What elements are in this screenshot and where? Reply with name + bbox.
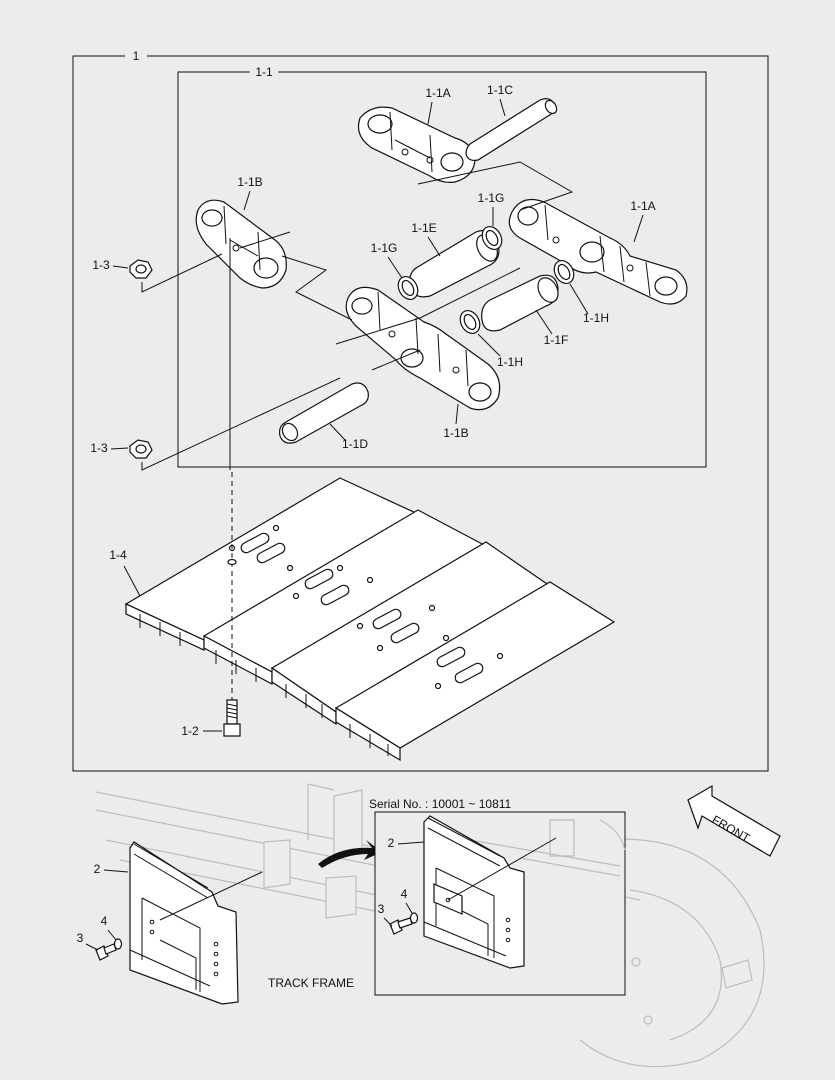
serial-inset: Serial No. : 10001 ~ 10811 (369, 797, 626, 996)
nut-1-3-top (129, 253, 223, 293)
label-1-4: 1-4 (109, 548, 127, 562)
label-1-1a-top: 1-1A (425, 86, 450, 100)
link-1-1a-right (508, 199, 688, 305)
label-1-1h-left: 1-1H (497, 355, 523, 369)
seal-1-1g-left (397, 275, 419, 301)
reference-arrow (318, 840, 382, 868)
nut-1-3-bottom (129, 377, 341, 471)
bushing-1-1f (481, 274, 559, 332)
seal-1-1g-right (481, 225, 503, 251)
label-1-1h-right: 1-1H (583, 311, 609, 325)
assembly-frame-1: 1 (72, 46, 769, 772)
track-frame-label: TRACK FRAME (268, 976, 354, 990)
screw-3-inset (389, 917, 413, 935)
label-1-1e: 1-1E (411, 221, 436, 235)
label-4-inset: 4 (401, 887, 408, 901)
label-1-2: 1-2 (181, 724, 199, 738)
label-1-3-top: 1-3 (92, 258, 110, 272)
label-1-1f: 1-1F (544, 333, 569, 347)
seal-1-1h-right (553, 259, 575, 285)
label-1-1g-left: 1-1G (371, 241, 398, 255)
bolt-1-2 (223, 472, 241, 737)
track-shoe-plates (124, 477, 616, 762)
label-1-1g-right: 1-1G (478, 191, 505, 205)
front-direction-arrow: FRONT (687, 784, 781, 857)
label-1-1c: 1-1C (487, 83, 513, 97)
label-1-1b-bottom: 1-1B (443, 426, 468, 440)
link-1-1b-left (195, 199, 287, 289)
link-1-1b-bottom (345, 286, 501, 411)
screw-3-left (95, 943, 117, 961)
seal-1-1h-left (459, 309, 481, 335)
link-1-1a-top (357, 106, 476, 183)
label-2-inset: 2 (388, 836, 395, 850)
label-1-3-bottom: 1-3 (90, 441, 108, 455)
label-1-1d: 1-1D (342, 437, 368, 451)
label-1-1b-left: 1-1B (237, 175, 262, 189)
assembly-guide-lines (229, 161, 574, 470)
label-1: 1 (133, 49, 140, 63)
label-1-1: 1-1 (255, 65, 273, 79)
pin-1-1d (279, 382, 369, 444)
pin-1-1c (465, 98, 558, 161)
link-assembly-frame: 1-1 (177, 63, 707, 468)
label-3-left: 3 (77, 931, 84, 945)
label-1-1a-right: 1-1A (630, 199, 655, 213)
label-3-inset: 3 (378, 902, 385, 916)
track-guard-left (129, 841, 263, 1005)
label-4-left: 4 (101, 914, 108, 928)
label-2-left: 2 (94, 862, 101, 876)
serial-number-text: Serial No. : 10001 ~ 10811 (369, 797, 512, 811)
